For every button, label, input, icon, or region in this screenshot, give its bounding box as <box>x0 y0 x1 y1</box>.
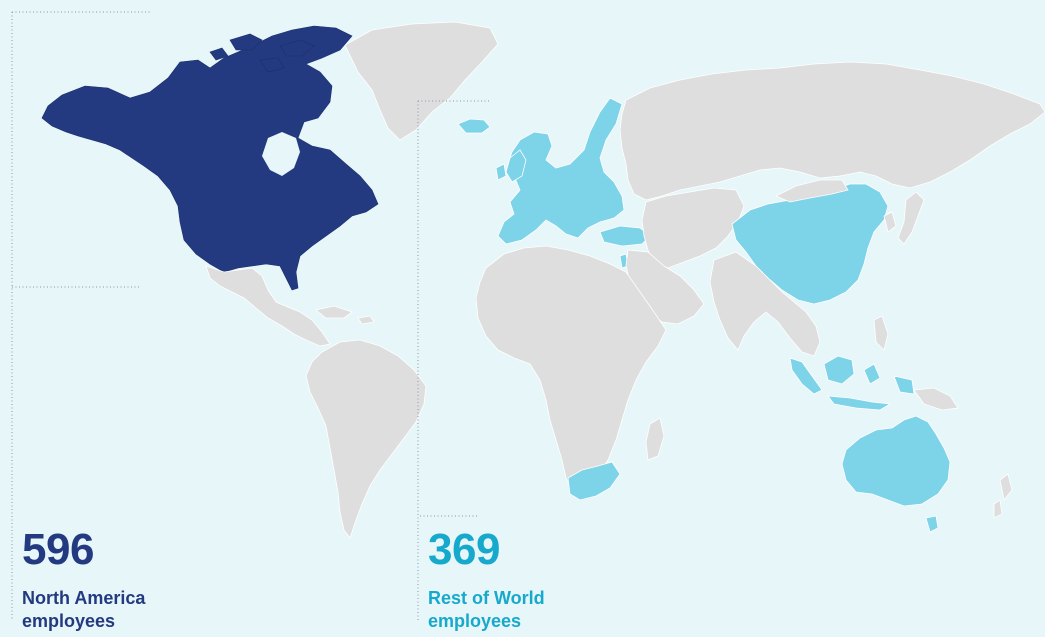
rest-of-world-label-line1: Rest of World <box>428 588 545 608</box>
region-hudson-bay <box>262 132 300 176</box>
region-arctic-islands <box>209 33 315 73</box>
region-iceland <box>457 118 491 134</box>
region-south-asia <box>709 251 821 357</box>
region-korea-japan <box>883 191 925 245</box>
region-europe <box>497 97 625 245</box>
region-south-africa <box>567 461 621 501</box>
region-new-zealand <box>993 473 1013 519</box>
rest-of-world-label-line2: employees <box>428 611 522 631</box>
north-america-employee-label: North America employees <box>22 587 222 633</box>
region-central-asia <box>641 187 745 269</box>
region-north-america <box>41 25 379 291</box>
region-tasmania <box>925 515 939 533</box>
region-africa <box>475 245 667 493</box>
region-australia <box>841 415 951 507</box>
rest-of-world-employee-count: 369 <box>428 525 500 574</box>
rest-of-world-employee-label: Rest of World employees <box>428 587 628 633</box>
region-russia <box>619 61 1045 201</box>
region-philippines <box>873 315 889 351</box>
region-central-america <box>205 265 331 347</box>
north-america-employee-count: 596 <box>22 525 94 574</box>
north-america-label-line2: employees <box>22 611 116 631</box>
north-america-label-line1: North America <box>22 588 146 608</box>
region-indonesia <box>789 355 915 411</box>
region-caribbean <box>315 305 375 325</box>
region-madagascar <box>645 417 665 461</box>
region-turkey <box>599 225 651 247</box>
region-png <box>913 387 959 411</box>
region-uk-ireland <box>495 149 527 183</box>
region-mongolia <box>775 179 849 203</box>
region-south-america <box>305 339 427 539</box>
region-greenland <box>344 21 499 141</box>
